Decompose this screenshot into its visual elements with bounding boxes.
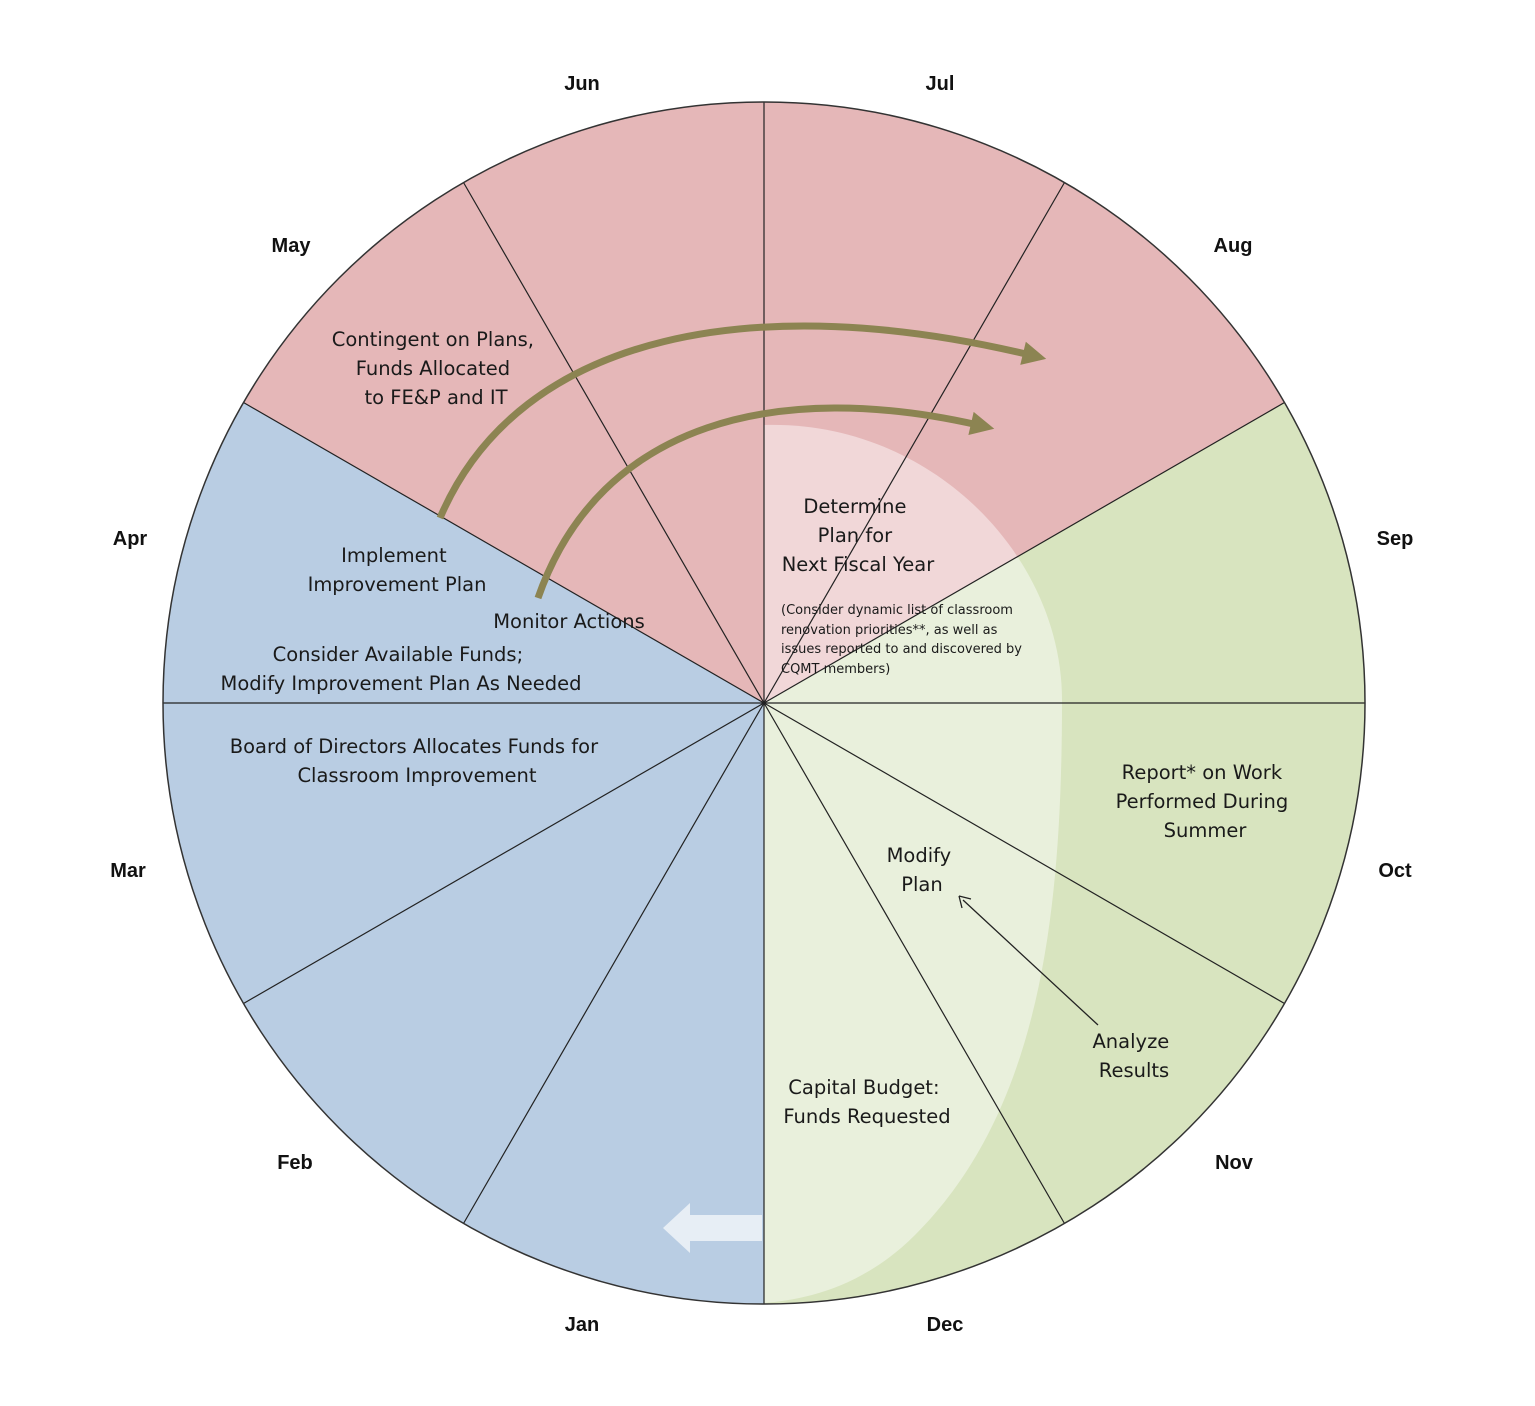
wheel-outline bbox=[162, 101, 1366, 1305]
board-allocates-label: Board of Directors Allocates Funds for C… bbox=[230, 735, 605, 787]
month-label-sep: Sep bbox=[1377, 528, 1414, 550]
capital-budget-label: Capital Budget: Funds Requested bbox=[783, 1076, 950, 1128]
month-label-jun: Jun bbox=[564, 73, 600, 95]
month-label-mar: Mar bbox=[110, 860, 146, 882]
contingent-funds-label: Contingent on Plans, Funds Allocated to … bbox=[332, 328, 540, 409]
month-label-jul: Jul bbox=[926, 73, 955, 95]
planning-overlay bbox=[764, 424, 1062, 1303]
sector-blue-dec-apr bbox=[162, 402, 764, 1304]
month-label-apr: Apr bbox=[113, 528, 148, 550]
inner-olive-arrow bbox=[534, 404, 995, 600]
implement-plan-label: Implement Improvement Plan bbox=[308, 544, 487, 596]
analyze-to-modify-arrowhead-icon bbox=[958, 895, 972, 909]
month-label-oct: Oct bbox=[1378, 860, 1412, 882]
report-summer-work-label: Report* on Work Performed During Summer bbox=[1116, 761, 1295, 842]
analyze-results-label: Analyze Results bbox=[1092, 1030, 1175, 1082]
month-dividers bbox=[163, 102, 1365, 1304]
month-label-dec: Dec bbox=[927, 1314, 964, 1336]
month-label-nov: Nov bbox=[1215, 1152, 1254, 1174]
consider-funds-label: Consider Available Funds; Modify Improve… bbox=[221, 643, 582, 695]
outer-olive-arrow bbox=[436, 322, 1047, 520]
pale-left-arrow-icon bbox=[663, 1203, 762, 1253]
determine-plan-note: (Consider dynamic list of classroom reno… bbox=[781, 603, 1026, 677]
month-label-jan: Jan bbox=[565, 1314, 599, 1336]
determine-plan-label: Determine Plan for Next Fiscal Year bbox=[782, 495, 936, 576]
month-label-feb: Feb bbox=[277, 1152, 313, 1174]
analyze-to-modify-arrow bbox=[962, 899, 1099, 1026]
sector-green-sep-nov bbox=[764, 402, 1366, 1304]
monitor-actions-label: Monitor Actions bbox=[493, 610, 645, 633]
modify-plan-label: Modify Plan bbox=[887, 844, 958, 896]
month-label-may: May bbox=[272, 235, 312, 257]
month-label-aug: Aug bbox=[1214, 235, 1253, 257]
